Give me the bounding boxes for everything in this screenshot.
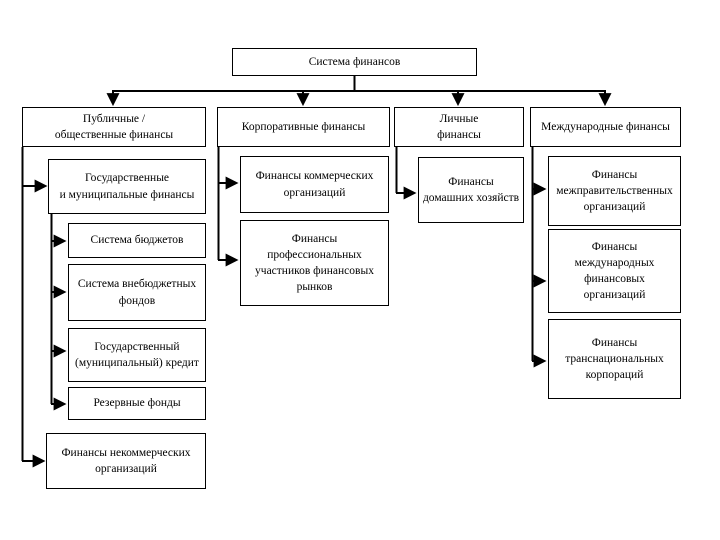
node-reserve-funds: Резервные фонды	[68, 387, 206, 420]
node-household-finances: Финансы домашних хозяйств	[418, 157, 524, 223]
node-intergovernmental-organizations-finances: Финансы межправительственных организаций	[548, 156, 681, 226]
corporate-branch-connector	[217, 147, 239, 267]
root-to-branches-connector	[106, 75, 612, 107]
node-international-financial-organizations-finances: Финансы международных финансовых организ…	[548, 229, 681, 313]
node-budget-system: Система бюджетов	[68, 223, 206, 258]
node-international-finances: Международные финансы	[530, 107, 681, 147]
node-personal-finances: Личные финансы	[394, 107, 524, 147]
public-branch-connector	[21, 147, 48, 468]
node-corporate-finances: Корпоративные финансы	[217, 107, 390, 147]
node-transnational-corporations-finances: Финансы транснациональных корпораций	[548, 319, 681, 399]
international-branch-connector	[531, 147, 547, 368]
node-extrabudgetary-funds-system: Система внебюджетных фондов	[68, 264, 206, 321]
node-noncommercial-organizations-finances: Финансы некоммерческих организаций	[46, 433, 206, 489]
node-state-municipal-credit: Государственный (муниципальный) кредит	[68, 328, 206, 382]
node-public-finances: Публичные / общественные финансы	[22, 107, 206, 147]
node-state-municipal-finances: Государственные и муниципальные финансы	[48, 159, 206, 214]
state-municipal-children-connector	[50, 214, 67, 411]
personal-branch-connector	[395, 147, 417, 200]
node-commercial-organizations-finances: Финансы коммерческих организаций	[240, 156, 389, 213]
node-financial-market-participants-finances: Финансы профессиональных участников фина…	[240, 220, 389, 306]
node-finance-system: Система финансов	[232, 48, 477, 76]
